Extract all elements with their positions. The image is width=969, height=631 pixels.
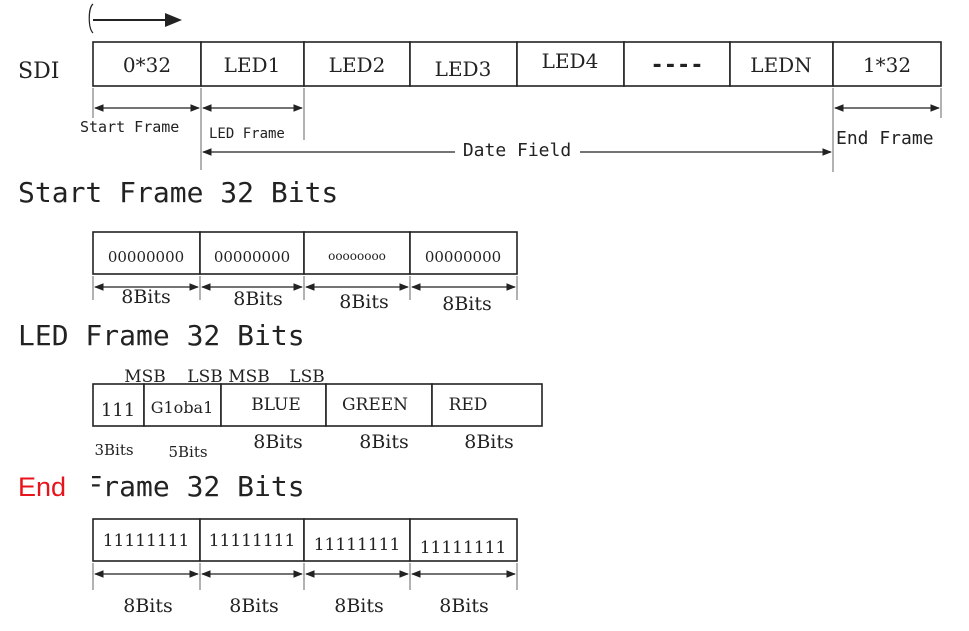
msb-label: MSB bbox=[228, 367, 270, 387]
end-frame-cell bbox=[199, 518, 305, 562]
sdi-cell-label: 0*32 bbox=[123, 53, 171, 77]
sdi-cell bbox=[303, 41, 411, 87]
end-frame-width: 8Bits bbox=[229, 595, 279, 617]
start-frame-bits: 00000000 bbox=[425, 248, 501, 266]
start-frame-cell bbox=[409, 231, 518, 275]
start-frame-bits: 00000000 bbox=[108, 248, 184, 266]
led-frame-width: 5Bits bbox=[168, 443, 207, 461]
sdi-cell-label: LEDN bbox=[750, 53, 811, 77]
start-frame-bits: 00000000 bbox=[214, 248, 290, 266]
start-frame-heading: Start Frame 32 Bits bbox=[18, 176, 338, 209]
led-frame-cell bbox=[431, 383, 543, 427]
data-field-annotation: Date Field bbox=[463, 140, 571, 161]
start-frame-row: 00000000 00000000 oooooooo 00000000 8Bit… bbox=[92, 231, 518, 315]
end-frame-overlay-label: End bbox=[18, 472, 66, 502]
led-frame-width: 3Bits bbox=[94, 441, 133, 459]
end-frame-cell bbox=[92, 518, 201, 562]
sdi-cell-label: LED1 bbox=[224, 53, 281, 77]
sdi-annotations: Start Frame LED Frame Date Field End Fra… bbox=[80, 88, 942, 172]
led-frame-width: 8Bits bbox=[464, 431, 514, 453]
led-frame-width: 8Bits bbox=[359, 431, 409, 453]
end-frame-width: 8Bits bbox=[439, 595, 489, 617]
led-frame-width: 8Bits bbox=[253, 431, 303, 453]
led-frame-blue: BLUE bbox=[251, 395, 301, 415]
end-frame-annotation: End Frame bbox=[836, 128, 934, 149]
led-frame-cell bbox=[220, 383, 327, 427]
led-frame-bits: 111 bbox=[101, 400, 135, 421]
end-frame-bits: 11111111 bbox=[314, 535, 401, 555]
end-frame-heading-group: END Frame 32 Bits End bbox=[16, 470, 305, 503]
sdi-cell-label: LED2 bbox=[329, 53, 386, 77]
sdi-cell-label: LED3 bbox=[435, 57, 492, 81]
end-frame-row: 11111111 11111111 11111111 11111111 8Bit… bbox=[92, 518, 518, 617]
led-frame-heading: LED Frame 32 Bits bbox=[18, 319, 305, 352]
start-frame-width: 8Bits bbox=[442, 293, 492, 315]
led-frame-annotation: LED Frame bbox=[209, 126, 285, 142]
sdi-cell-label: LED4 bbox=[542, 49, 599, 73]
sdi-row: 0*32 LED1 LED2 LED3 LED4 ---- LEDN 1*32 bbox=[92, 41, 942, 87]
sdi-cell bbox=[200, 41, 305, 87]
led-frame-red: RED bbox=[449, 395, 488, 415]
end-frame-bits: 11111111 bbox=[103, 531, 190, 551]
end-frame-cell bbox=[409, 518, 518, 562]
msb-label: MSB bbox=[124, 367, 166, 387]
end-frame-bits: 11111111 bbox=[209, 531, 296, 551]
lsb-label: LSB bbox=[289, 367, 324, 387]
led-frame-cell bbox=[325, 383, 433, 427]
end-frame-width: 8Bits bbox=[123, 595, 173, 617]
led-frame-global: G1oba1 bbox=[151, 398, 214, 417]
end-frame-cell bbox=[303, 518, 411, 562]
start-frame-width: 8Bits bbox=[339, 291, 389, 313]
led-frame-green: GREEN bbox=[342, 395, 408, 415]
sdi-cell bbox=[832, 41, 942, 87]
start-frame-annotation: Start Frame bbox=[80, 118, 179, 136]
led-frame-row: MSB LSB MSB LSB 111 G1oba1 BLUE GREEN RE… bbox=[92, 367, 543, 461]
end-frame-bits: 11111111 bbox=[420, 538, 507, 558]
start-frame-cell bbox=[303, 231, 411, 275]
start-frame-width: 8Bits bbox=[121, 286, 171, 308]
lsb-label: LSB bbox=[187, 367, 222, 387]
start-frame-bits: oooooooo bbox=[328, 249, 386, 263]
end-frame-width: 8Bits bbox=[334, 595, 384, 617]
start-frame-cell bbox=[92, 231, 201, 275]
led-frame-cell bbox=[143, 383, 222, 427]
sdi-label: SDI bbox=[18, 59, 59, 84]
led-frame-cell bbox=[92, 383, 145, 427]
sdi-ellipsis: ---- bbox=[651, 53, 704, 78]
sdi-cell-label: 1*32 bbox=[863, 53, 911, 77]
direction-arrow-icon bbox=[88, 3, 182, 34]
start-frame-width: 8Bits bbox=[233, 288, 283, 310]
